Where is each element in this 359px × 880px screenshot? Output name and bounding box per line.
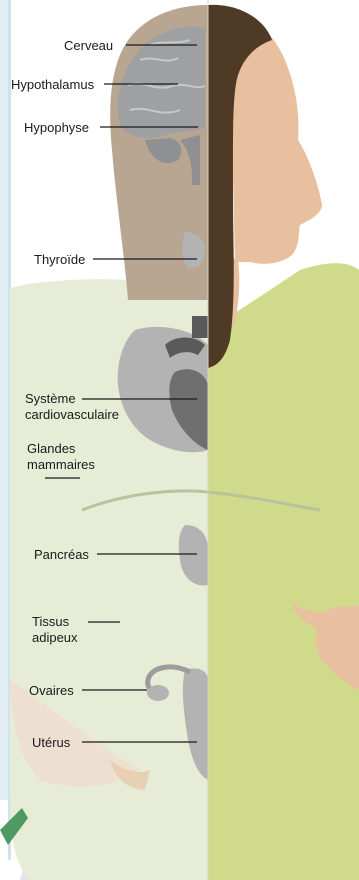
label-pancreas: Pancréas bbox=[34, 546, 89, 563]
label-cerveau: Cerveau bbox=[64, 37, 113, 54]
ovary-organ bbox=[147, 685, 169, 701]
label-cardio-line2: cardiovasculaire bbox=[25, 406, 119, 423]
label-hypothalamus: Hypothalamus bbox=[11, 76, 94, 93]
label-ovaires: Ovaires bbox=[29, 682, 74, 699]
label-thyroide: Thyroïde bbox=[34, 251, 85, 268]
label-hypophyse: Hypophyse bbox=[24, 119, 89, 136]
label-tissus-line1: Tissus bbox=[32, 613, 69, 630]
label-glandes-line2: mammaires bbox=[27, 456, 95, 473]
label-glandes-line1: Glandes bbox=[27, 440, 75, 457]
body-right-half bbox=[208, 263, 359, 880]
label-uterus: Utérus bbox=[32, 734, 70, 751]
label-tissus-line2: adipeux bbox=[32, 629, 78, 646]
label-cardio-line1: Système bbox=[25, 390, 76, 407]
